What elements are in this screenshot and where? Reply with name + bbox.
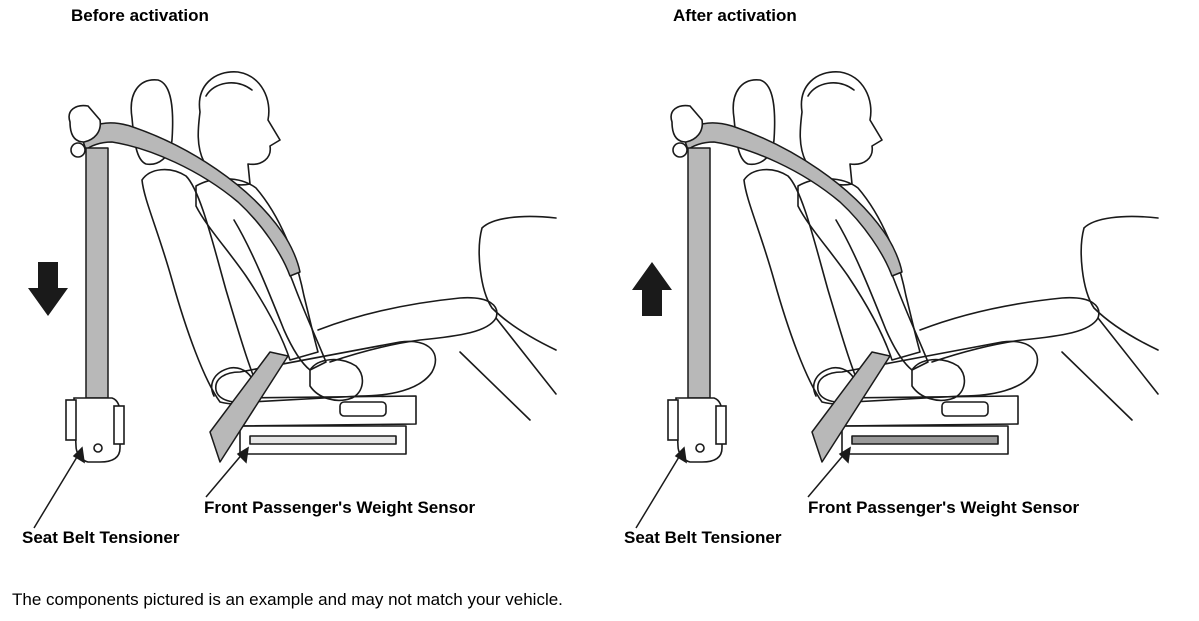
footnote: The components pictured is an example an… [12,590,563,609]
lap-belt [209,351,289,463]
upper-anchor [670,104,704,143]
weight-sensor-label-after: Front Passenger's Weight Sensor [808,498,1080,517]
seat-lever [339,401,387,417]
headrest [732,79,776,166]
vertical-belt [85,147,109,399]
dashboard-outline [478,215,557,351]
occupant-torso [195,177,319,361]
weight-sensor-bar [851,435,999,445]
seat-belt-tensioner [667,397,727,463]
weight-sensor-housing [841,425,1009,455]
seat-belt-tensioner-label-before: Seat Belt Tensioner [22,528,180,547]
arrow-up-icon [632,262,672,316]
upper-anchor [68,104,102,143]
panel-title-before: Before activation [71,6,209,25]
arrow-down-icon [28,262,68,316]
occupant-hand [911,358,966,402]
weight-sensor-housing [239,425,407,455]
weight-sensor-label-before: Front Passenger's Weight Sensor [204,498,476,517]
dashboard-outline [1080,215,1159,351]
panel-title-after: After activation [673,6,797,25]
seat-lever [941,401,989,417]
seat-belt [683,122,903,463]
seat-diagram-before [28,71,557,529]
seat-belt [81,122,301,463]
shoulder-belt [683,122,903,277]
seat-diagram-after [632,71,1159,529]
seat-belt-tensioner [65,397,125,463]
weight-sensor-bar [249,435,397,445]
shoulder-belt [81,122,301,277]
lap-belt [811,351,891,463]
headrest [130,79,174,166]
occupant-torso [797,177,921,361]
seat-belt-tensioner-label-after: Seat Belt Tensioner [624,528,782,547]
occupant-hand [309,358,364,402]
vertical-belt [687,147,711,399]
